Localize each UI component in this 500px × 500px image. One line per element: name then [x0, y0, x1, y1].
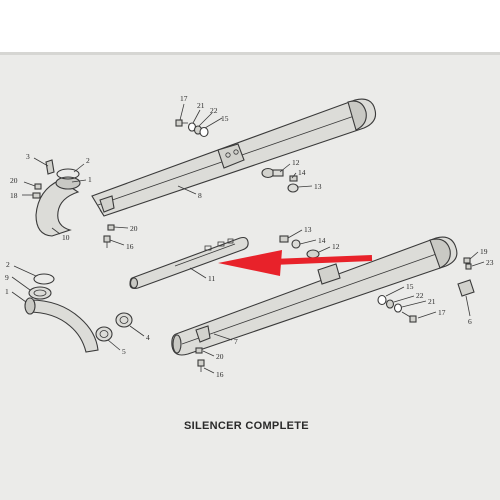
label-1: 1	[88, 175, 92, 184]
label-21: 21	[197, 101, 205, 110]
baffle-tube	[129, 236, 249, 290]
label-1b: 1	[5, 287, 9, 296]
upper-gasket-ring	[56, 168, 80, 180]
label-4: 4	[146, 333, 150, 342]
paper-edge-shadow	[0, 52, 500, 55]
label-17: 17	[180, 94, 188, 103]
label-14: 14	[298, 168, 306, 177]
lower-silencer-bracket	[317, 263, 341, 285]
labels-upper: 17 21 22 15 2 3 1 20 18 8 10 12 14 13 20…	[10, 94, 322, 251]
upper-silencer-rear-clip	[99, 195, 115, 213]
label-3: 3	[26, 152, 30, 161]
lower-bolt-16	[197, 359, 205, 372]
lower-right-nut-23	[465, 263, 472, 270]
lower-collar-4	[115, 312, 133, 328]
label-13b: 13	[304, 225, 312, 234]
label-12: 12	[292, 158, 300, 167]
label-17b: 17	[438, 308, 446, 317]
label-16: 16	[126, 242, 134, 251]
label-18: 18	[10, 191, 18, 200]
label-19: 19	[480, 247, 488, 256]
diagram-caption: SILENCER COMPLETE	[184, 420, 309, 432]
lower-ring-9	[28, 286, 52, 300]
label-22b: 22	[416, 291, 424, 300]
label-7: 7	[234, 337, 238, 346]
red-pointer-arrow	[218, 250, 373, 276]
upper-bolt-stack	[175, 119, 209, 138]
label-21b: 21	[428, 297, 436, 306]
label-13: 13	[314, 182, 322, 191]
labels-lower: 2 9 1 5 4 7 20 16 19 23 6 15 22 21 17	[5, 247, 494, 379]
label-8: 8	[198, 191, 202, 200]
lower-bolt-stack	[377, 294, 417, 323]
upper-exhaust-bend	[35, 176, 81, 237]
upper-nut-20b	[107, 224, 115, 231]
leader-lines	[11, 103, 485, 374]
paper-sheet	[0, 52, 500, 500]
lower-exhaust-bend	[24, 297, 99, 353]
lower-clamp-5	[95, 326, 113, 342]
label-6: 6	[468, 317, 472, 326]
lower-nut-20	[195, 347, 203, 354]
upper-nut-20	[34, 183, 42, 190]
label-12b: 12	[332, 242, 340, 251]
lower-silencer-front-clip	[195, 325, 211, 343]
label-2: 2	[86, 156, 90, 165]
label-16b: 16	[216, 370, 224, 379]
upper-stud-3	[45, 159, 55, 175]
label-11: 11	[208, 274, 215, 283]
upper-bolt-16	[103, 235, 111, 248]
lower-gasket-2	[33, 273, 55, 285]
label-20: 20	[10, 176, 18, 185]
label-5: 5	[122, 347, 126, 356]
label-22: 22	[210, 106, 218, 115]
labels-middle: 13 14 12 11	[208, 225, 340, 283]
label-23: 23	[486, 258, 494, 267]
upper-right-hardware	[261, 167, 299, 193]
upper-bolt-18	[32, 192, 41, 199]
label-15b: 15	[406, 282, 414, 291]
label-15: 15	[221, 114, 229, 123]
lower-silencer	[171, 236, 458, 356]
label-2b: 2	[6, 260, 10, 269]
label-9: 9	[5, 273, 9, 282]
middle-hardware	[279, 235, 320, 259]
lower-right-bolt-19	[463, 257, 471, 264]
label-20b: 20	[130, 224, 138, 233]
upper-silencer-bracket	[217, 143, 245, 169]
label-20c: 20	[216, 352, 224, 361]
label-10: 10	[62, 233, 70, 242]
lower-bracket-6	[457, 279, 475, 297]
label-14b: 14	[318, 236, 326, 245]
